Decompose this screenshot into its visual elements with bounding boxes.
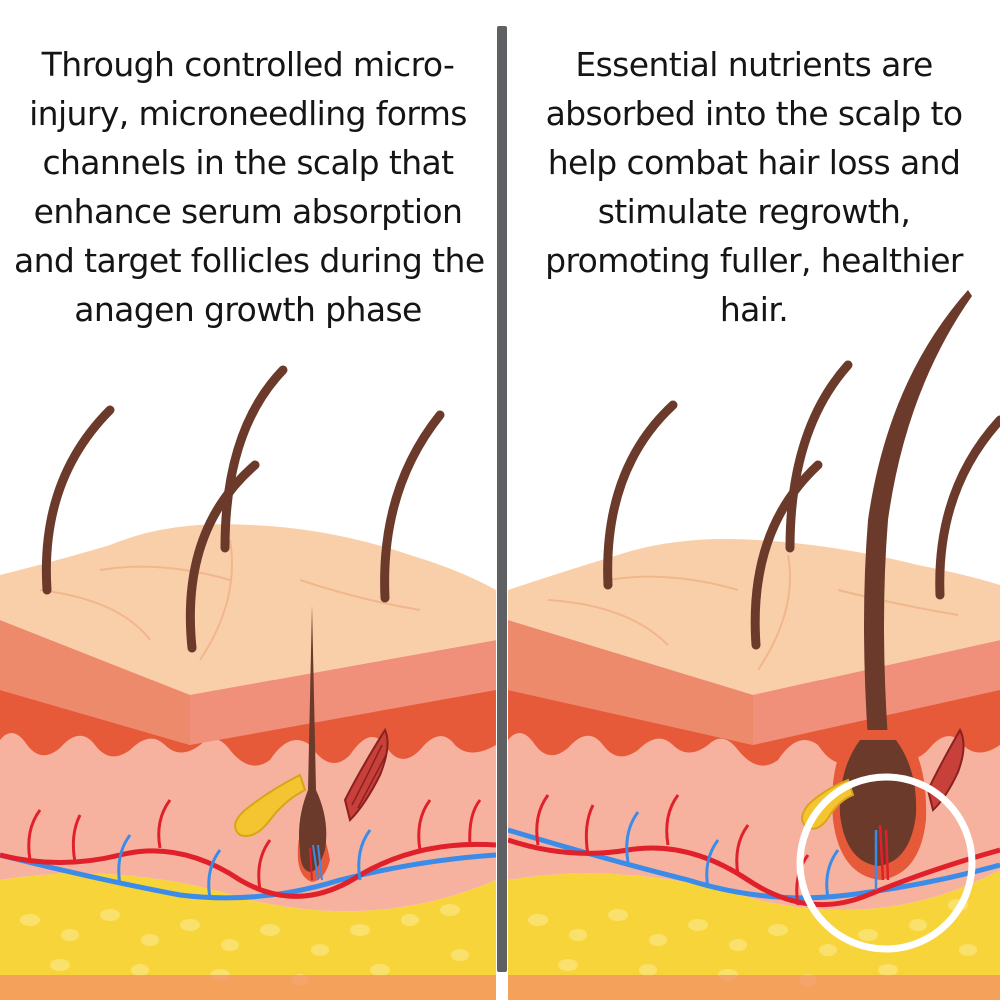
left-panel: Through controlled micro- injury, micron… [0, 0, 496, 1000]
caption-line: injury, microneedling forms [29, 94, 467, 133]
caption-line: absorbed into the scalp to [545, 94, 963, 133]
caption-line: and target follicles during the [14, 241, 485, 280]
hair-follicle [299, 605, 327, 872]
skin-cross-section-icon [0, 365, 496, 1000]
capillaries [27, 799, 482, 891]
highlight-circle [796, 773, 976, 953]
caption-line: hair. [719, 290, 789, 329]
hair-bulb [839, 740, 917, 866]
right-panel: Essential nutrients are absorbed into th… [508, 0, 1000, 1000]
hair-shafts [41, 365, 445, 653]
caption-line: Through controlled micro- [41, 45, 455, 84]
caption-line: enhance serum absorption [33, 192, 463, 231]
skin-cross-section-highlight-icon [508, 290, 1000, 1000]
caption-line: promoting fuller, healthier [545, 241, 963, 280]
sebaceous-gland [234, 773, 307, 837]
artery [0, 841, 496, 899]
vein [0, 852, 496, 901]
caption-line: anagen growth phase [74, 290, 422, 329]
caption-line: Essential nutrients are [575, 45, 933, 84]
healthy-hair [864, 290, 972, 740]
left-caption: Through controlled micro- injury, micron… [14, 40, 485, 334]
right-caption: Essential nutrients are absorbed into th… [522, 40, 986, 334]
caption-line: channels in the scalp that [42, 143, 454, 182]
caption-line: stimulate regrowth, [597, 192, 911, 231]
caption-line: help combat hair loss and [547, 143, 961, 182]
panel-divider [497, 26, 507, 972]
